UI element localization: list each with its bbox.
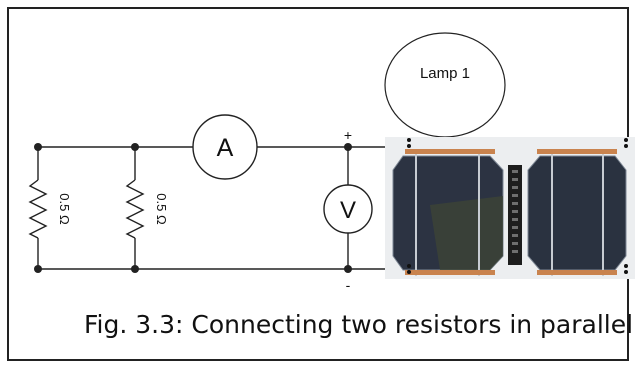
copper-strip — [405, 149, 495, 154]
solar-panel-photo — [385, 137, 635, 279]
copper-strip — [537, 149, 617, 154]
negative-terminal-label: - — [346, 277, 351, 293]
resistor-1-value-label: 0.5 Ω — [57, 193, 72, 225]
connector-strip — [508, 165, 522, 265]
resistor-2-value-label: 0.5 Ω — [154, 193, 169, 225]
junction-dot — [344, 143, 352, 151]
voltmeter-symbol — [323, 184, 373, 234]
voltmeter-label: V — [340, 197, 356, 224]
solar-cell-right — [527, 155, 627, 271]
ammeter-symbol — [192, 114, 258, 180]
lamp-circle — [384, 32, 506, 138]
junction-dot — [344, 265, 352, 273]
junction-dot — [34, 265, 42, 273]
resistor-1-zigzag — [28, 179, 48, 239]
lamp-label: Lamp 1 — [420, 65, 470, 82]
junction-dot — [131, 143, 139, 151]
junction-dot — [131, 265, 139, 273]
positive-terminal-label: + — [344, 127, 352, 143]
junction-dot — [34, 143, 42, 151]
copper-strip — [537, 270, 617, 275]
figure-caption: Fig. 3.3: Connecting two resistors in pa… — [84, 310, 634, 339]
ammeter-label: A — [217, 134, 234, 162]
resistor-2-zigzag — [125, 179, 145, 239]
copper-strip — [405, 270, 495, 275]
